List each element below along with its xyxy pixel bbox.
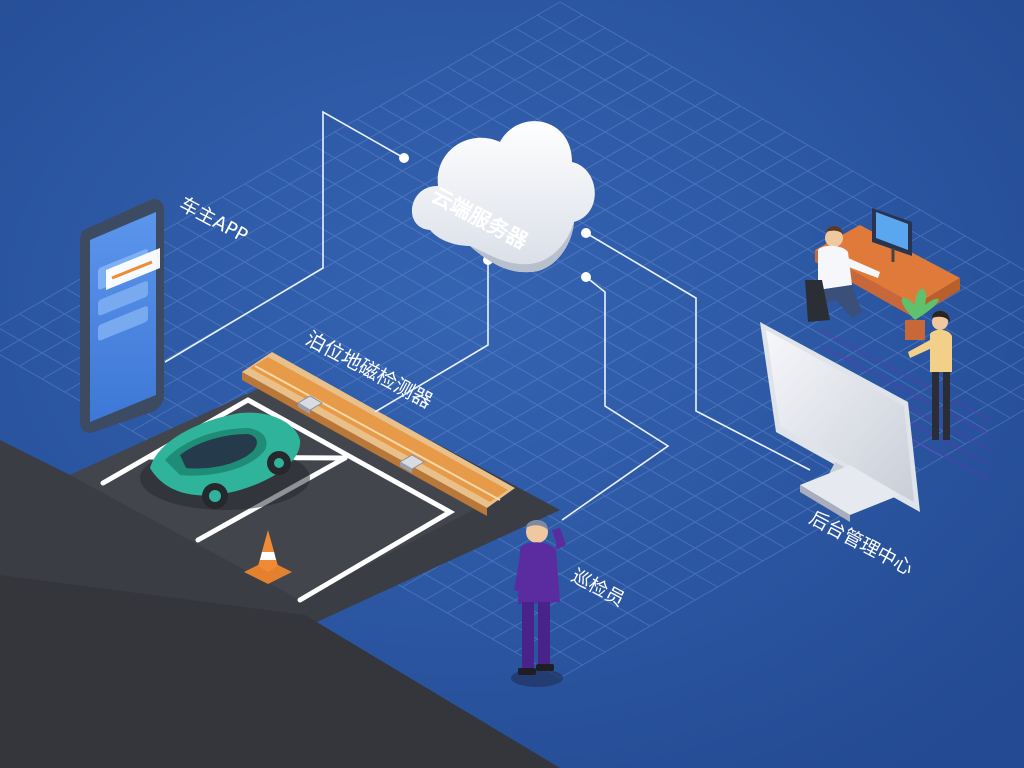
grid-line xyxy=(199,209,786,549)
person-icon xyxy=(514,520,566,675)
grid-line xyxy=(131,92,718,432)
grid-line xyxy=(131,248,718,588)
grid-line xyxy=(559,1,1024,271)
connectors xyxy=(164,110,811,521)
grid-line xyxy=(244,183,831,523)
magnetic-sensor xyxy=(297,395,323,414)
grid-line xyxy=(289,157,876,497)
monitor-icon xyxy=(872,208,912,262)
grid-line xyxy=(154,105,741,445)
grid-line xyxy=(514,27,1024,323)
person-icon xyxy=(908,310,952,440)
grid-line xyxy=(109,79,696,419)
grid-line xyxy=(0,1,561,326)
magnetic-sensor xyxy=(399,454,425,473)
grid-line xyxy=(469,53,1024,375)
grid-line xyxy=(222,196,808,536)
grid-line xyxy=(154,235,741,575)
grid-line xyxy=(267,170,853,510)
smartphone-icon xyxy=(80,199,164,433)
grid-line xyxy=(492,40,1024,349)
traffic-cone-icon xyxy=(244,530,292,584)
grid-line xyxy=(424,261,1011,601)
car-icon xyxy=(140,412,310,510)
person-icon xyxy=(805,226,880,322)
grid-line xyxy=(492,331,1024,640)
grid-line xyxy=(537,14,1024,297)
grid-line xyxy=(176,222,763,562)
backend-center xyxy=(760,208,991,522)
inspector-figure xyxy=(511,520,566,687)
grid-line xyxy=(469,305,1024,627)
cloud-icon xyxy=(411,121,595,273)
plant-icon xyxy=(901,288,939,340)
grid-line xyxy=(86,66,673,406)
monitor-icon xyxy=(760,322,920,522)
